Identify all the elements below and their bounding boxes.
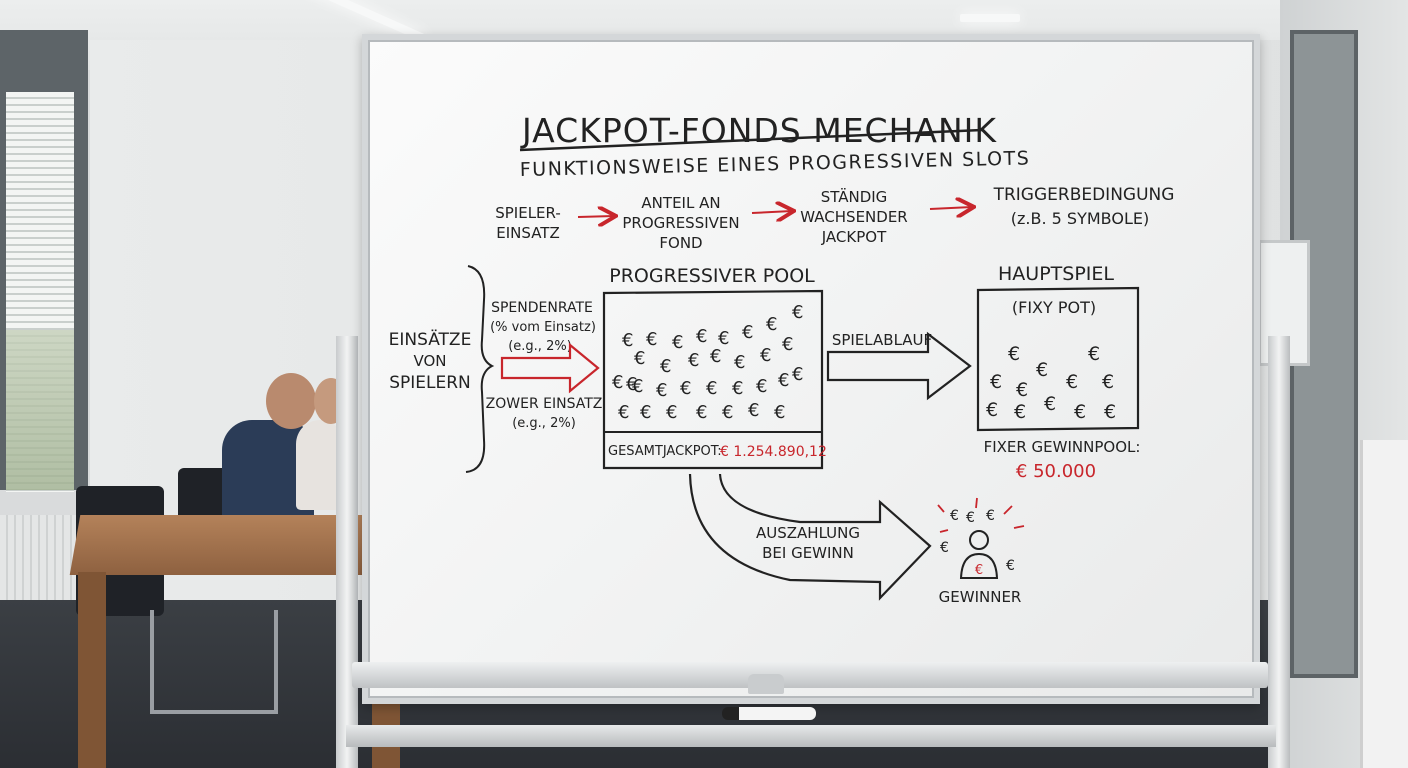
- pool-title: PROGRESSIVER POOL: [609, 265, 815, 287]
- flow-step-stake: SPIELER- EINSATZ: [495, 204, 561, 242]
- payout-line: BEI GEWINN: [762, 544, 854, 562]
- curly-brace: [466, 266, 492, 472]
- euro-coin-icon: €: [966, 510, 975, 526]
- player-stakes-label: EINSÄTZE VON SPIELERN: [389, 329, 472, 393]
- euro-coin-icon: €: [640, 402, 651, 423]
- euro-coin-icon: €: [646, 329, 657, 350]
- euro-coin-icon: €: [710, 346, 721, 367]
- pool-total-label: GESAMTJACKPOT:: [608, 444, 722, 459]
- euro-coin-icon: €: [1088, 343, 1100, 365]
- euro-coin-icon: €: [774, 402, 785, 423]
- euro-coin-icon: €: [696, 326, 707, 347]
- stakes-line: SPIELERN: [389, 373, 471, 393]
- euro-coin-icon: €: [1074, 401, 1086, 423]
- euro-coin-icon: €: [940, 540, 949, 556]
- euro-coin-icon: €: [792, 364, 803, 385]
- euro-coin-icon: €: [778, 370, 789, 391]
- flow-step-line: FOND: [659, 234, 702, 252]
- flow-step-growing: STÄNDIG WACHSENDER JACKPOT: [800, 187, 907, 246]
- euro-coin-icon: €: [1016, 379, 1028, 401]
- flow-step-line: PROGRESSIVEN: [622, 214, 739, 232]
- euro-coin-icon: €: [1008, 343, 1020, 365]
- euro-coin-icon: €: [1036, 359, 1048, 381]
- euro-coin-icon: €: [680, 378, 691, 399]
- pool-coins: €€€€€€€€€€€€€€€€€€€€€€€€€€€€€€€€: [612, 302, 803, 423]
- euro-coin-icon: €: [734, 352, 745, 373]
- winner-head-icon: [970, 531, 988, 549]
- rate-line: (% vom Einsatz): [490, 320, 596, 335]
- fixed-pot-coins: €€€€€€€€€€€€: [986, 343, 1116, 423]
- fixed-pot-label: (FIXY POT): [1012, 298, 1096, 317]
- euro-coin-icon: €: [748, 400, 759, 421]
- pool-total-value: € 1.254.890,12: [720, 444, 827, 460]
- flow-step-share: ANTEIL AN PROGRESSIVEN FOND: [622, 194, 739, 252]
- rate-line: (e.g., 2%): [512, 416, 576, 431]
- winner-euro-icon: €: [975, 563, 983, 578]
- euro-coin-icon: €: [634, 348, 645, 369]
- euro-coin-icon: €: [986, 508, 995, 524]
- euro-coin-icon: €: [618, 402, 629, 423]
- euro-coin-icon: €: [950, 508, 959, 524]
- flow-arrow: [578, 216, 614, 217]
- flow-step-trigger: TRIGGERBEDINGUNG (z.B. 5 SYMBOLE): [993, 185, 1175, 228]
- stakes-line: VON: [413, 352, 446, 370]
- board-subtitle: FUNKTIONSWEISE EINES PROGRESSIVEN SLOTS: [520, 147, 1031, 181]
- euro-coin-icon: €: [1066, 371, 1078, 393]
- rate-line: (e.g., 2%): [508, 339, 572, 354]
- rate-line: SPENDENRATE: [491, 300, 593, 316]
- euro-coin-icon: €: [632, 376, 643, 397]
- flow-arrow: [930, 207, 972, 209]
- fixed-prize-label: FIXER GEWINNPOOL:: [984, 438, 1141, 456]
- fixed-prize-value: € 50.000: [1016, 461, 1096, 482]
- euro-coin-icon: €: [1044, 393, 1056, 415]
- euro-coin-icon: €: [760, 345, 771, 366]
- flow-step-line: ANTEIL AN: [641, 194, 720, 212]
- flow-step-line: STÄNDIG: [821, 187, 888, 206]
- euro-coin-icon: €: [756, 376, 767, 397]
- euro-coin-icon: €: [986, 399, 998, 421]
- donation-rate-note: SPENDENRATE (% vom Einsatz) (e.g., 2%): [490, 300, 596, 354]
- flow-step-line: WACHSENDER: [800, 208, 907, 226]
- flow-step-line: EINSATZ: [496, 224, 559, 242]
- euro-coin-icon: €: [656, 380, 667, 401]
- flow-step-line: (z.B. 5 SYMBOLE): [1011, 209, 1149, 228]
- euro-coin-icon: €: [990, 371, 1002, 393]
- euro-coin-icon: €: [766, 314, 777, 335]
- euro-coin-icon: €: [706, 378, 717, 399]
- stakes-line: EINSÄTZE: [389, 329, 472, 350]
- euro-coin-icon: €: [696, 402, 707, 423]
- second-rate-note: ZOWER EINSATZ (e.g., 2%): [486, 396, 603, 431]
- euro-coin-icon: €: [792, 302, 803, 323]
- euro-coin-icon: €: [666, 402, 677, 423]
- euro-coin-icon: €: [1102, 371, 1114, 393]
- euro-coin-icon: €: [672, 332, 683, 353]
- flow-arrow: [752, 211, 792, 213]
- flow-step-line: SPIELER-: [495, 204, 561, 222]
- winner-figure: € €€€€€: [938, 498, 1024, 578]
- winner-label: GEWINNER: [939, 588, 1022, 606]
- payout-line: AUSZAHLUNG: [756, 524, 860, 542]
- euro-coin-icon: €: [1104, 401, 1116, 423]
- flow-step-line: JACKPOT: [821, 228, 887, 246]
- game-flow-label: SPIELABLAUF: [832, 331, 932, 349]
- board-title: JACKPOT-FONDS MECHANIK: [520, 111, 997, 150]
- euro-coin-icon: €: [622, 330, 633, 351]
- euro-coin-icon: €: [660, 356, 671, 377]
- euro-coin-icon: €: [742, 322, 753, 343]
- euro-coin-icon: €: [722, 402, 733, 423]
- euro-coin-icon: €: [732, 378, 743, 399]
- euro-coin-icon: €: [612, 372, 623, 393]
- rate-line: ZOWER EINSATZ: [486, 396, 603, 412]
- euro-coin-icon: €: [688, 350, 699, 371]
- euro-coin-icon: €: [1006, 558, 1015, 574]
- euro-coin-icon: €: [782, 334, 793, 355]
- main-game-title: HAUPTSPIEL: [998, 263, 1114, 285]
- euro-coin-icon: €: [1014, 401, 1026, 423]
- flow-step-line: TRIGGERBEDINGUNG: [993, 185, 1175, 205]
